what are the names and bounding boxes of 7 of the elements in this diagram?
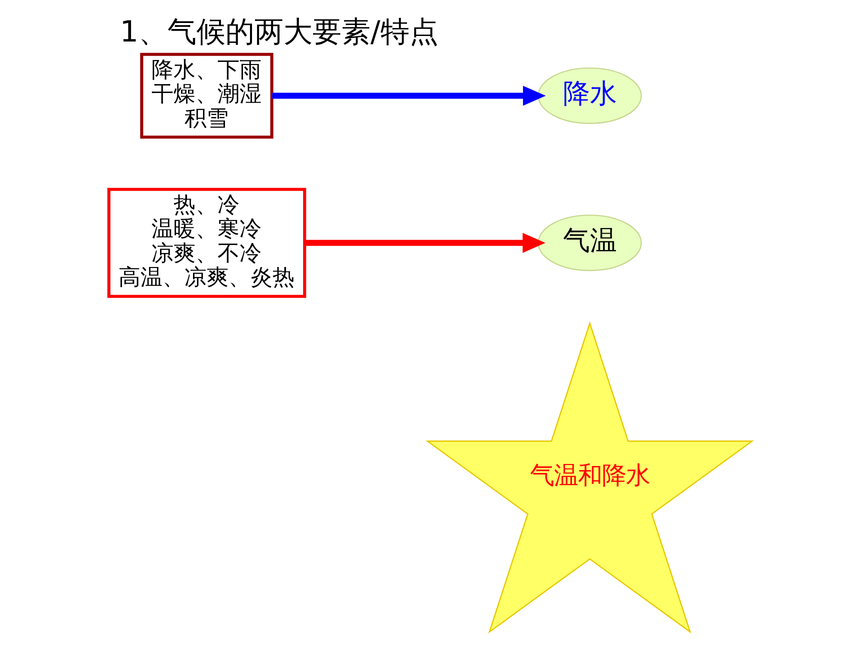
arrow [304, 232, 545, 253]
node-ellipse: 气温 [537, 214, 642, 272]
node-box: 热、冷 温暖、寒冷 凉爽、不冷 高温、凉爽、炎热 [106, 188, 306, 298]
arrow [272, 86, 546, 106]
diagram-title: 1、气候的两大要素/特点 [119, 14, 438, 48]
node-box: 降水、下雨 干燥、潮湿 积雪 [140, 52, 273, 139]
node-ellipse: 降水 [537, 67, 642, 124]
